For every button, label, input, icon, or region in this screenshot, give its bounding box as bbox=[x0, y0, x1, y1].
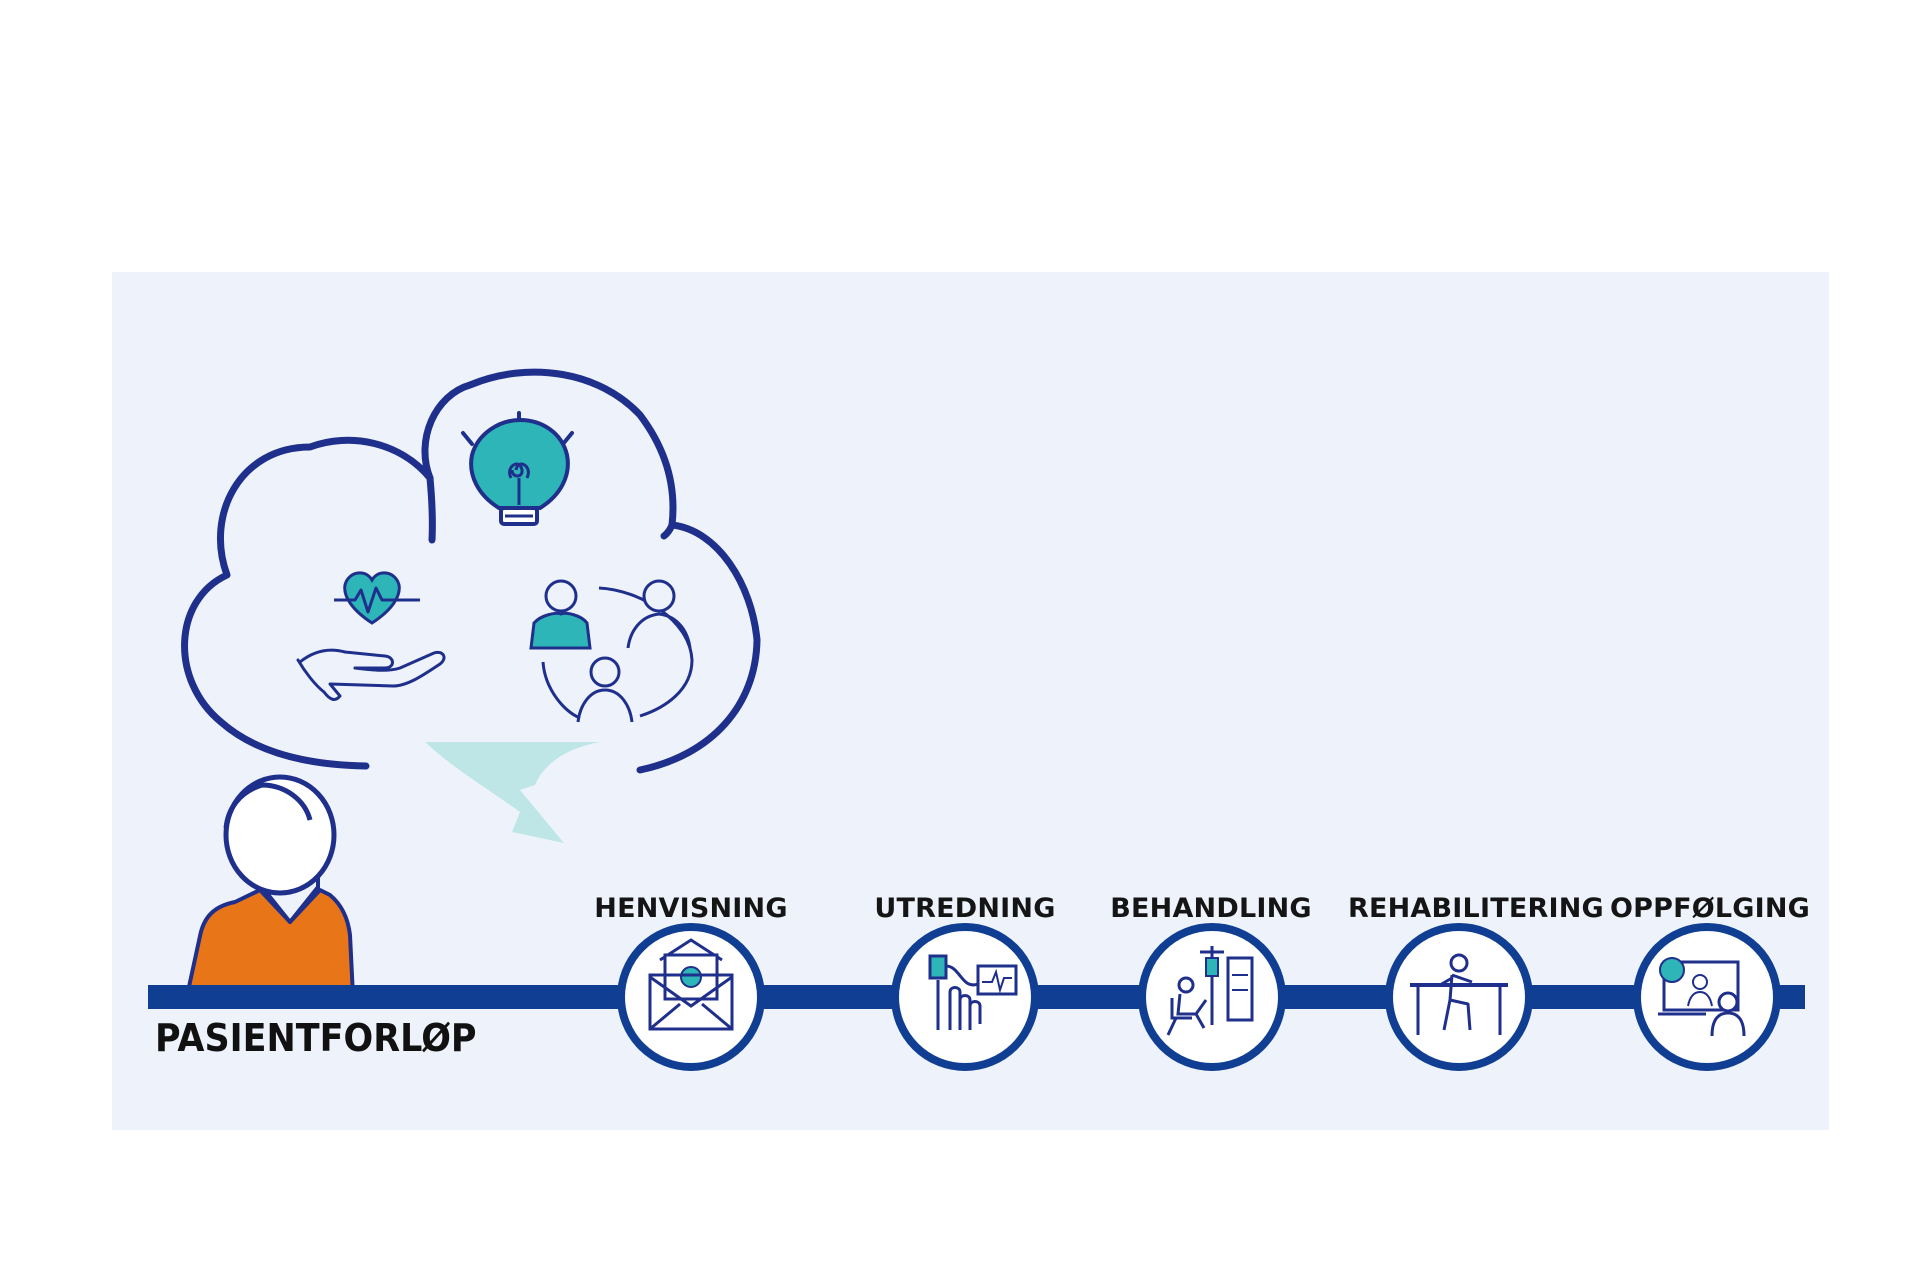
stage-node-utredning[interactable] bbox=[891, 923, 1039, 1071]
thought-cloud bbox=[181, 368, 761, 774]
rehabilitation-icon bbox=[1410, 953, 1508, 1035]
stage-label-behandling: BEHANDLING bbox=[1110, 893, 1312, 924]
patient-figure bbox=[185, 774, 355, 998]
stage-label-oppfolging: OPPFØLGING bbox=[1609, 893, 1811, 924]
lightbulb-icon bbox=[461, 411, 574, 526]
monitoring-icon bbox=[928, 954, 1018, 1030]
heart-in-hand-icon bbox=[296, 571, 446, 701]
curved-arrow bbox=[425, 742, 600, 843]
treatment-icon bbox=[1166, 946, 1254, 1036]
stage-label-rehabilitering: REHABILITERING bbox=[1348, 893, 1604, 924]
video-consultation-icon bbox=[1658, 957, 1746, 1037]
stage-node-rehabilitering[interactable] bbox=[1385, 923, 1533, 1071]
stage-node-henvisning[interactable] bbox=[617, 923, 765, 1071]
stage-label-utredning: UTREDNING bbox=[874, 893, 1056, 924]
patient-journey-label: PASIENTFORLØP bbox=[155, 1016, 477, 1060]
stage-label-henvisning: HENVISNING bbox=[594, 893, 788, 924]
stage-node-behandling[interactable] bbox=[1138, 923, 1286, 1071]
envelope-icon bbox=[648, 938, 734, 1031]
stage-node-oppfolging[interactable] bbox=[1633, 923, 1781, 1071]
people-network-icon bbox=[529, 579, 694, 723]
